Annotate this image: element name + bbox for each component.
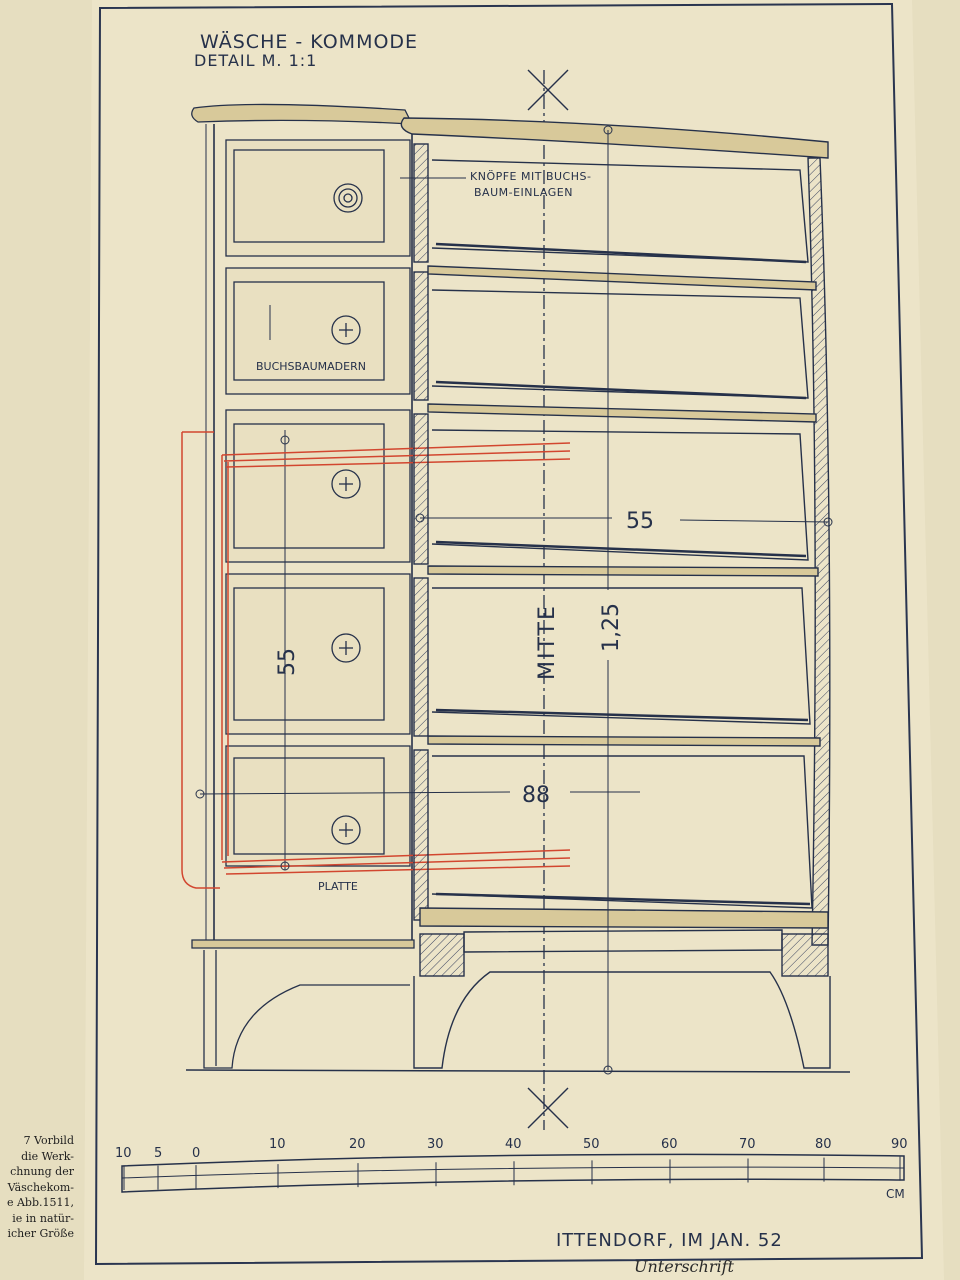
- side-caption-line-0: 7 Vorbild: [23, 1134, 74, 1147]
- scale-label-4: 20: [349, 1137, 366, 1152]
- ground-line: [185, 1069, 851, 1073]
- platte-annotation: PLATTE: [318, 880, 358, 893]
- front-top-board: [191, 103, 414, 125]
- scale-label-9: 70: [739, 1137, 756, 1152]
- section-front-1: [413, 143, 429, 263]
- rail-4: [427, 735, 821, 747]
- side-caption-line-5: ie in natür-: [12, 1211, 74, 1225]
- center-mark-top: [527, 69, 569, 111]
- scale-unit: CM: [886, 1187, 905, 1201]
- rail-3: [427, 565, 819, 577]
- scale-label-0: 10: [115, 1146, 132, 1161]
- title-line-1: WÄSCHE - KOMMODE: [200, 30, 418, 53]
- knob-5-icon: [331, 815, 361, 845]
- section-top-board: [400, 117, 829, 159]
- rail-1: [427, 265, 817, 291]
- knob-3-icon: [331, 469, 361, 499]
- base-back-block: [781, 933, 829, 977]
- scale-label-11: 90: [891, 1137, 908, 1152]
- mitte-label: MITTE: [535, 604, 560, 680]
- scale-label-8: 60: [661, 1137, 678, 1152]
- boxwood-annotation: BUCHSBAUMADERN: [256, 360, 366, 373]
- red-profile-lines: [181, 431, 571, 889]
- dimension-depth: 55: [626, 509, 654, 534]
- drawer-box-5: [431, 755, 813, 909]
- front-carcass: [213, 124, 413, 940]
- center-mark-bottom: [527, 1087, 569, 1129]
- front-drawer-5: [225, 745, 411, 867]
- rail-2: [427, 403, 817, 423]
- base-front-block: [419, 933, 465, 977]
- side-caption-line-6: icher Größe: [7, 1227, 74, 1240]
- knobs-annotation-line-1: KNÖPFE MIT BUCHS-: [470, 170, 591, 183]
- section-leg-front: [413, 971, 831, 1069]
- section-front-2: [413, 271, 429, 401]
- signature: Unterschrift: [634, 1257, 735, 1276]
- side-caption-line-3: Väschekom-: [7, 1180, 74, 1194]
- front-drawer-3: [225, 409, 411, 563]
- scale-label-3: 10: [269, 1137, 286, 1152]
- dimension-height-total: 1,25: [599, 603, 624, 652]
- knob-2-icon: [331, 315, 361, 345]
- front-drawer-2: [225, 267, 411, 395]
- drawing-frame: [94, 2, 924, 1266]
- dimension-width: 88: [522, 783, 550, 808]
- scale-label-7: 50: [583, 1137, 600, 1152]
- front-drawer-1: [225, 139, 411, 257]
- front-drawer-4: [225, 573, 411, 735]
- section-front-4: [413, 577, 429, 737]
- scale-label-10: 80: [815, 1137, 832, 1152]
- scale-label-6: 40: [505, 1137, 522, 1152]
- section-bottom-board: [419, 907, 829, 929]
- front-leg-left: [203, 950, 410, 1069]
- drawer-box-2: [431, 289, 809, 399]
- scale-label-1: 5: [154, 1146, 162, 1161]
- title-line-2: DETAIL M. 1:1: [194, 51, 317, 70]
- drawer-box-4: [431, 587, 811, 725]
- scale-bar-outline: [121, 1153, 905, 1193]
- side-caption-line-1: die Werk-: [21, 1149, 74, 1163]
- place-date: ITTENDORF, IM JAN. 52: [556, 1230, 783, 1251]
- knob-top-icon: [333, 183, 363, 213]
- knob-4-icon: [331, 633, 361, 663]
- base-rail: [463, 929, 783, 953]
- scale-label-2: 0: [192, 1146, 200, 1161]
- knobs-annotation-line-2: BAUM-EINLAGEN: [474, 186, 573, 199]
- dimension-height-front: 55: [275, 648, 300, 676]
- dimension-lines: [195, 125, 833, 1075]
- section-front-5: [413, 749, 429, 921]
- section-view: [400, 117, 831, 1069]
- scale-label-5: 30: [427, 1137, 444, 1152]
- drawer-box-1: [431, 159, 809, 263]
- section-front-3: [413, 413, 429, 565]
- side-caption-line-4: e Abb.1511,: [6, 1196, 74, 1209]
- side-caption-line-2: chnung der: [10, 1165, 74, 1178]
- front-base: [191, 939, 415, 949]
- front-elevation: [191, 103, 415, 1069]
- drawer-box-3: [431, 429, 809, 561]
